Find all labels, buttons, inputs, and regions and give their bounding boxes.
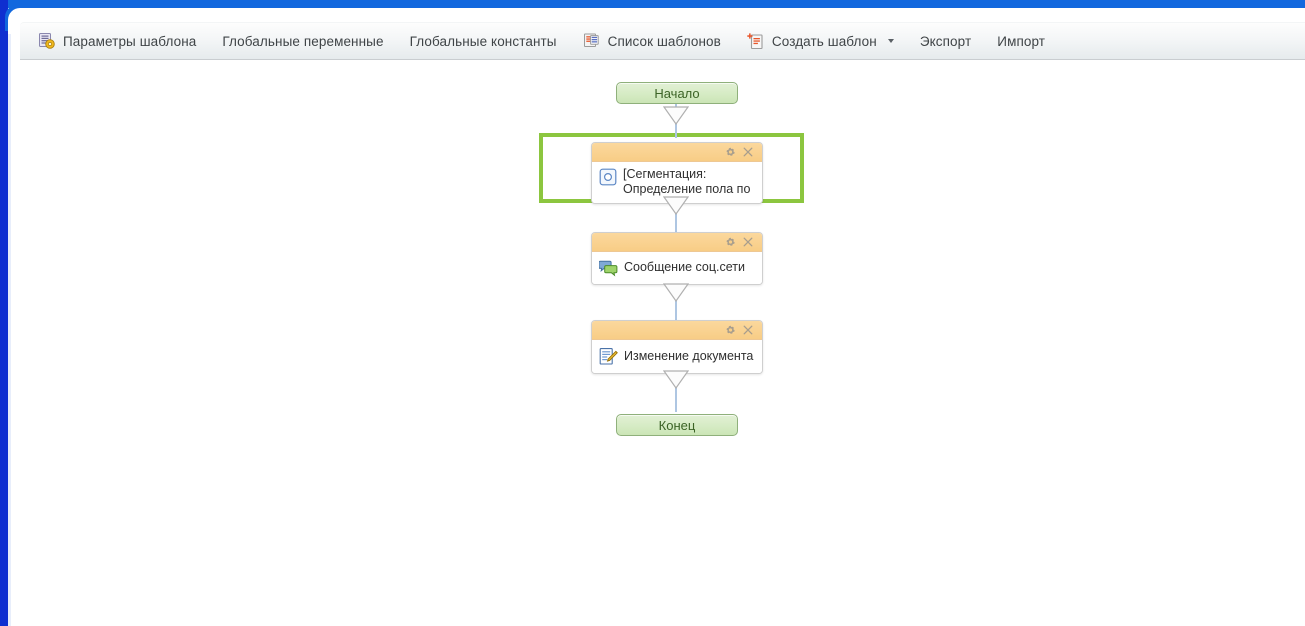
toolbar-item-template-parameters[interactable]: Параметры шаблона [20, 23, 209, 59]
toolbar-item-template-list[interactable]: Список шаблонов [570, 23, 734, 59]
flow-node-body: Изменение документа [592, 340, 762, 373]
flow-node-body: [Сегментация: Определение пола по [592, 162, 762, 203]
toolbar-item-label: Импорт [997, 33, 1046, 49]
flow-node-label: Сообщение соц.сети [624, 260, 745, 274]
close-icon[interactable] [743, 237, 753, 247]
template-list-icon [583, 32, 601, 50]
flow-node-header [592, 143, 762, 162]
toolbar-item-create-template[interactable]: Создать шаблон [734, 23, 907, 59]
toolbar-item-global-constants[interactable]: Глобальные константы [397, 23, 570, 59]
segmentation-icon [599, 168, 617, 186]
connector-line-2 [675, 204, 677, 236]
toolbar-item-label: Глобальные константы [409, 33, 557, 49]
flowchart-canvas[interactable]: Начало [11, 61, 1305, 626]
flow-node-end-label: Конец [658, 417, 696, 433]
gear-icon[interactable] [725, 325, 736, 336]
flow-node-document-change[interactable]: Изменение документа [591, 320, 763, 374]
connector-arrow-2 [663, 196, 689, 215]
flow-node-body: Сообщение соц.сети [592, 252, 762, 284]
gear-icon[interactable] [725, 237, 736, 248]
flow-node-segmentation[interactable]: [Сегментация: Определение пола по [591, 142, 763, 204]
flow-node-header [592, 233, 762, 252]
connector-arrow-4 [663, 370, 689, 389]
social-message-icon [598, 259, 618, 277]
toolbar-item-global-variables[interactable]: Глобальные переменные [209, 23, 396, 59]
close-icon[interactable] [743, 325, 753, 335]
connector-line-4 [675, 378, 677, 412]
connector-line-3 [675, 291, 677, 323]
toolbar-item-export[interactable]: Экспорт [907, 23, 984, 59]
flow-node-label: [Сегментация: Определение пола по [623, 167, 751, 196]
flow-node-label: Изменение документа [624, 348, 754, 363]
flow-node-end[interactable]: Конец [616, 414, 738, 436]
toolbar: Параметры шаблона Глобальные переменные … [20, 22, 1305, 60]
connector-arrow-3 [663, 283, 689, 302]
toolbar-item-label: Список шаблонов [607, 33, 721, 49]
window-chrome-left [0, 0, 8, 626]
flow-node-social-message[interactable]: Сообщение соц.сети [591, 232, 763, 285]
flow-node-start-label: Начало [654, 85, 700, 101]
toolbar-item-import[interactable]: Импорт [984, 23, 1058, 59]
toolbar-item-label: Параметры шаблона [63, 33, 197, 49]
gear-icon[interactable] [725, 147, 736, 158]
toolbar-item-label: Создать шаблон [771, 33, 877, 49]
window-chrome-left-inner [8, 34, 11, 626]
toolbar-item-label: Глобальные переменные [222, 33, 384, 49]
close-icon[interactable] [743, 147, 753, 157]
document-edit-icon [599, 347, 618, 366]
toolbar-item-label: Экспорт [919, 33, 972, 49]
chevron-down-icon [887, 39, 894, 43]
flow-node-start[interactable]: Начало [616, 82, 738, 104]
window-chrome-top [0, 0, 1305, 8]
document-gear-icon [38, 32, 56, 50]
flow-node-header [592, 321, 762, 340]
new-template-icon [747, 32, 765, 51]
connector-arrow-1 [663, 106, 689, 125]
